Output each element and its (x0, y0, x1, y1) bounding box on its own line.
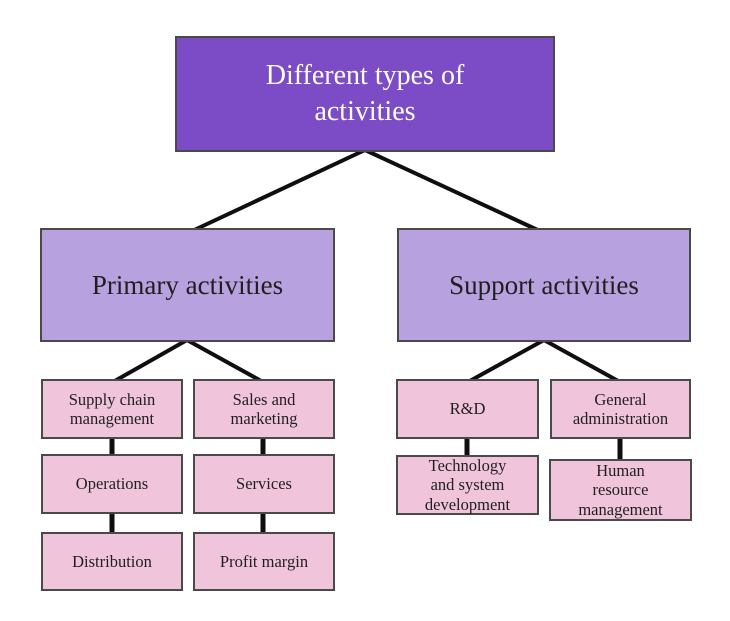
node-support-activities-label: Support activities (449, 269, 639, 300)
node-profit-margin-label: Profit margin (219, 551, 309, 571)
node-human-resource-management: Human resource management (549, 459, 692, 521)
node-services: Services (193, 454, 335, 514)
node-services-label: Services (236, 474, 292, 494)
node-operations: Operations (41, 454, 183, 514)
node-operations-label: Operations (75, 474, 149, 494)
node-technology-system-development: Technology and system development (396, 455, 539, 515)
node-profit-margin: Profit margin (193, 532, 335, 591)
node-distribution-label: Distribution (72, 551, 152, 571)
node-general-administration: General administration (550, 379, 691, 439)
node-root-label: Different types of activities (265, 59, 465, 127)
connector-primary-fork (111, 338, 265, 384)
node-sales-and-marketing-label: Sales and marketing (230, 389, 298, 428)
node-general-administration-label: General administration (572, 389, 669, 428)
node-root: Different types of activities (175, 36, 555, 152)
node-sales-and-marketing: Sales and marketing (193, 379, 335, 439)
node-supply-chain-management-label: Supply chain management (68, 389, 156, 428)
node-primary-activities: Primary activities (40, 228, 335, 342)
node-supply-chain-management: Supply chain management (41, 379, 183, 439)
node-rnd: R&D (396, 379, 539, 439)
node-distribution: Distribution (41, 532, 183, 591)
node-support-activities: Support activities (397, 228, 691, 342)
node-technology-system-development-label: Technology and system development (424, 456, 511, 514)
connector-root-fork (188, 148, 544, 234)
node-human-resource-management-label: Human resource management (578, 461, 663, 519)
node-rnd-label: R&D (449, 399, 486, 419)
node-primary-activities-label: Primary activities (91, 269, 284, 300)
connector-support-fork (466, 338, 622, 384)
